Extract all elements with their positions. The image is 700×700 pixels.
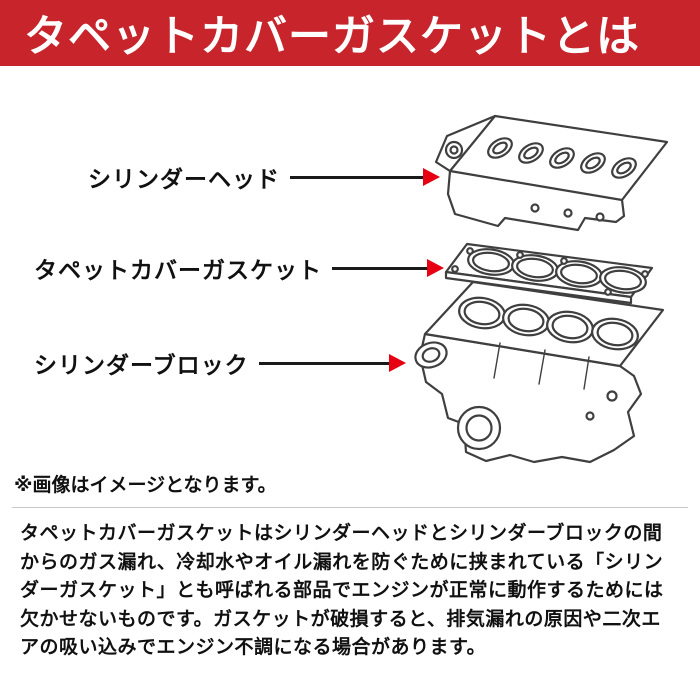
callout-tappet-cover-gasket: タペットカバーガスケット: [34, 253, 444, 283]
callout-cylinder-block: シリンダーブロック: [34, 348, 406, 378]
cylinder-block-drawing: [414, 280, 665, 464]
engine-exploded-diagram: [414, 114, 669, 464]
cylinder-block-label: シリンダーブロック: [34, 352, 249, 378]
head-gasket-drawing: [444, 242, 654, 305]
callout-cylinder-head: シリンダーヘッド: [88, 162, 440, 192]
divider: [12, 507, 688, 508]
leader-line: [332, 266, 427, 270]
cylinder-head-label: シリンダーヘッド: [88, 166, 280, 192]
header-banner: タペットカバーガスケットとは: [0, 0, 700, 66]
image-disclaimer-note: ※画像はイメージとなります。: [14, 475, 277, 496]
leader-line: [258, 361, 389, 365]
page-title: タペットカバーガスケットとは: [24, 13, 640, 61]
engine-diagram-section: シリンダーヘッド タペットカバーガスケット シリンダーブロック: [0, 66, 700, 466]
red-arrow-icon: [427, 259, 444, 277]
leader-line: [290, 175, 423, 179]
red-arrow-icon: [423, 168, 440, 186]
cylinder-head-drawing: [434, 114, 669, 232]
red-arrow-icon: [389, 354, 406, 372]
gasket-description-text: タペットカバーガスケットはシリンダーヘッドとシリンダーブロックの間からのガス漏れ…: [20, 523, 664, 658]
tappet-cover-gasket-label: タペットカバーガスケット: [34, 257, 322, 283]
